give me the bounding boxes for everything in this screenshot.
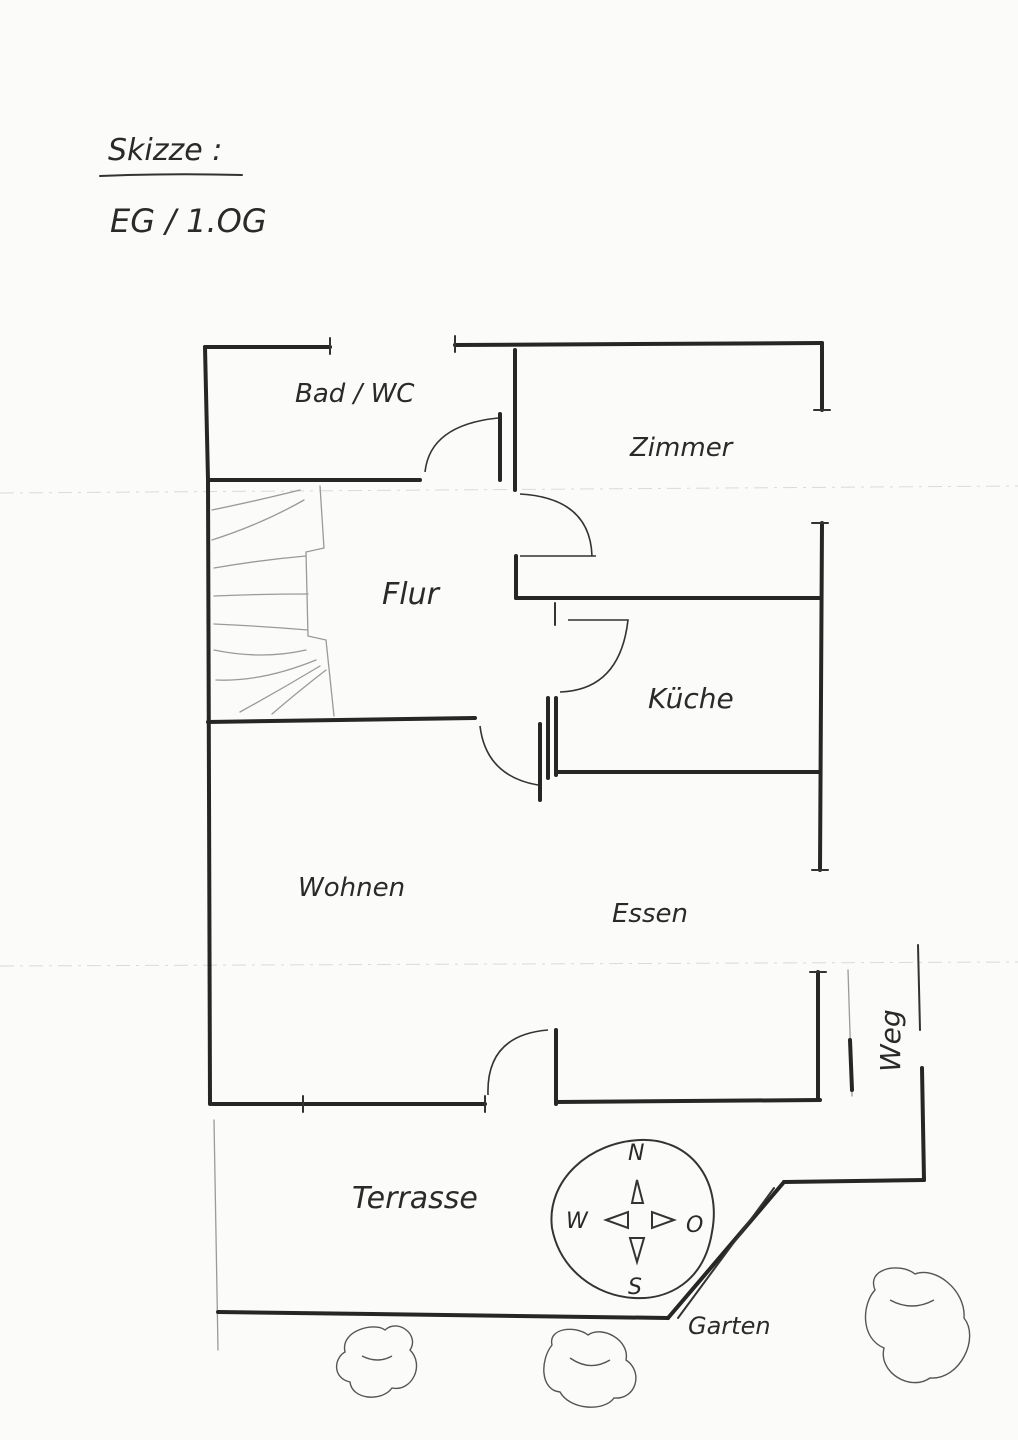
room-label-hall: Flur [382,577,441,612]
compass-east-label: O [686,1213,703,1238]
room-label-kitchen: Küche [648,682,734,715]
floor-level-label: EG / 1.OG [110,202,267,240]
doors [424,417,629,1096]
heading-underline [99,173,243,177]
south-arrow [628,1237,646,1266]
room-label-living: Wohnen [298,873,405,903]
compass-west-label: W [566,1209,589,1234]
room-label-room: Zimmer [629,433,735,463]
tree-icon [864,1267,971,1384]
paper-fold-line [0,961,1018,967]
outer-walls [203,335,831,1113]
path-outline [666,944,926,1320]
compass-north-label: N [628,1141,644,1166]
tree-icon [335,1325,418,1398]
area-label-terrace: Terrasse [352,1181,478,1216]
room-label-bath: Bad / WC [295,379,415,409]
east-arrow [651,1210,677,1230]
room-label-dining: Essen [612,899,688,929]
north-arrow [630,1179,645,1204]
terrace-outline [213,1119,670,1351]
compass-south-label: S [628,1275,642,1300]
staircase [211,485,335,717]
paper-fold-line [0,485,1018,494]
tree-icon [543,1328,637,1408]
sketch-heading: Skizze : [108,133,222,168]
area-label-garden: Garten [688,1312,771,1340]
interior-walls [206,348,822,802]
compass: N S W O [550,1138,715,1300]
compass-circle [550,1138,715,1300]
west-arrow [603,1210,629,1230]
area-label-path: Weg [874,1009,907,1072]
